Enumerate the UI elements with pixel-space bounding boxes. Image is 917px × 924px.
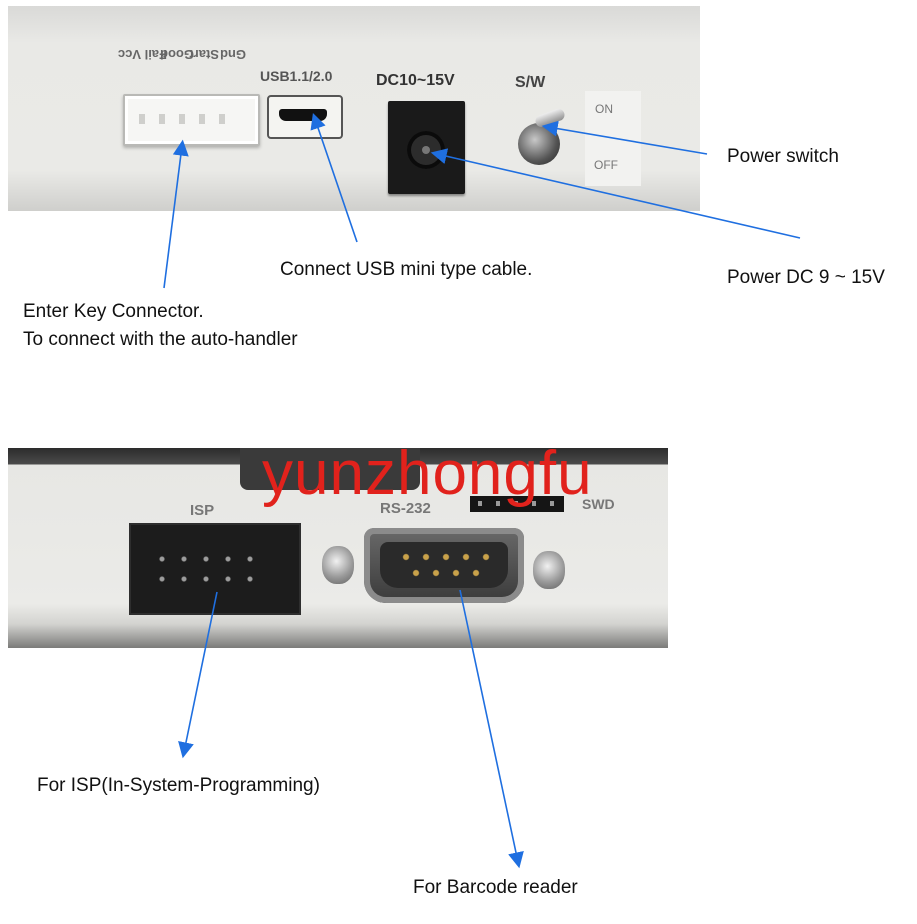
arrow-power-dc <box>430 148 801 239</box>
caption-enter-key-line2: To connect with the auto-handler <box>23 328 298 350</box>
isp-label: ISP <box>190 502 215 519</box>
watermark-text: yunzhongfu <box>262 439 593 508</box>
screw-left <box>322 546 354 584</box>
usb-port-label: USB1.1/2.0 <box>260 68 333 84</box>
arrow-enter-key <box>163 139 189 289</box>
arrow-barcode <box>459 589 524 869</box>
caption-isp: For ISP(In-System-Programming) <box>37 775 320 796</box>
housing-bump <box>240 448 420 490</box>
device-bottom-panel-photo: ISP RS-232 SWD <box>8 448 668 648</box>
caption-barcode: For Barcode reader <box>413 877 578 898</box>
caption-enter-key-line1: Enter Key Connector. <box>23 301 204 322</box>
arrow-power-switch <box>541 120 708 155</box>
swd-label: SWD <box>582 496 615 512</box>
caption-power-dc: Power DC 9 ~ 15V <box>727 267 885 288</box>
rs232-label: RS-232 <box>380 500 431 517</box>
enter-key-connector <box>123 94 260 146</box>
dc-jack-label: DC10~15V <box>376 72 455 89</box>
screw-right <box>533 551 565 589</box>
switch-label: S/W <box>515 74 546 91</box>
switch-on-label: ON <box>595 102 613 116</box>
usb-mini-port <box>267 95 343 139</box>
switch-off-label: OFF <box>594 158 618 172</box>
swd-header <box>470 496 564 512</box>
db9-rs232-connector <box>364 528 524 603</box>
arrow-usb <box>310 112 358 243</box>
arrow-isp <box>178 591 218 759</box>
caption-enter-key: Enter Key Connector. To connect with the… <box>23 298 298 353</box>
caption-usb: Connect USB mini type cable. <box>280 259 533 280</box>
caption-power-switch: Power switch <box>727 146 839 167</box>
